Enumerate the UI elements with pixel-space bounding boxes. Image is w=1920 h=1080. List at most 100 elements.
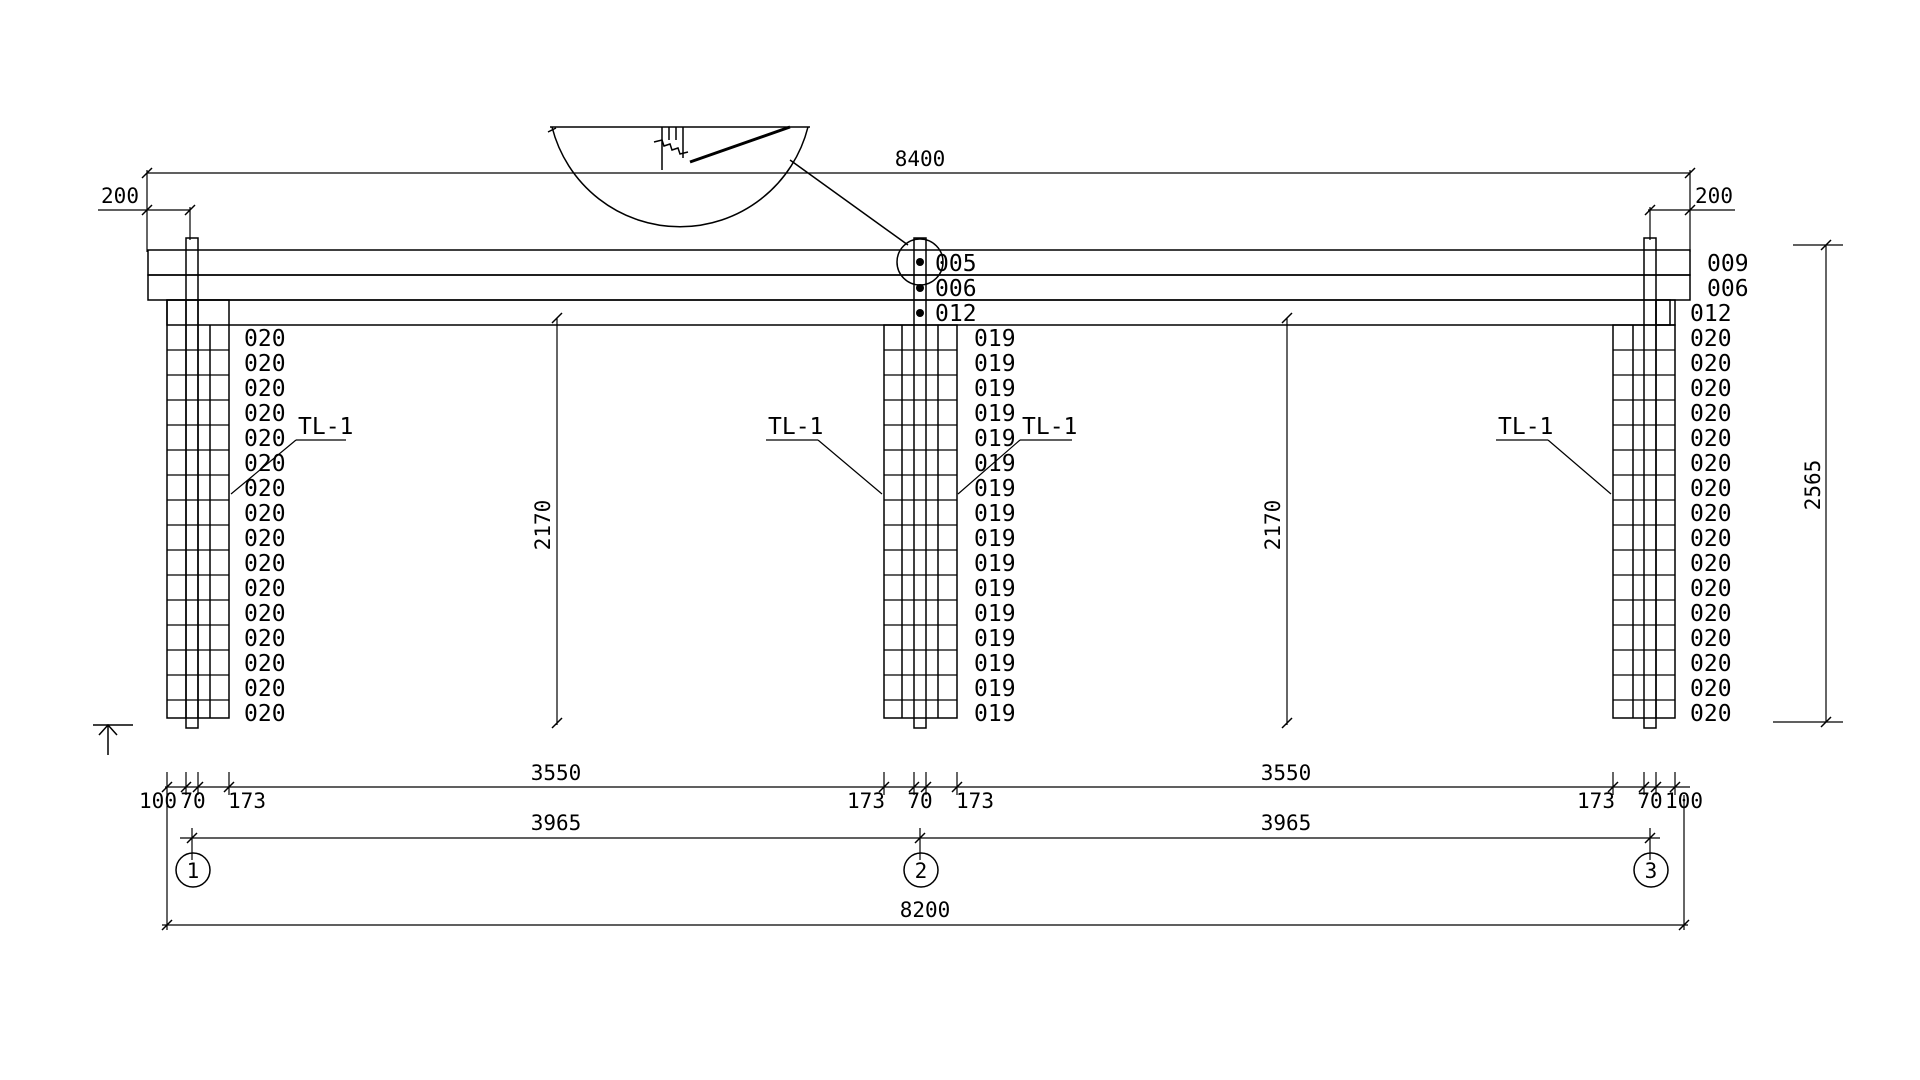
- dim-overall-8400: 8400: [141, 147, 1696, 252]
- col-right-label: 020: [1690, 526, 1732, 552]
- svg-text:70: 70: [180, 789, 205, 813]
- col-left-label: 020: [244, 426, 286, 452]
- svg-text:173: 173: [1577, 789, 1615, 813]
- col-right-label: 020: [1690, 451, 1732, 477]
- col-right-label: 020: [1690, 601, 1732, 627]
- dim-200-left-text: 200: [101, 184, 139, 208]
- svg-text:3550: 3550: [531, 761, 582, 785]
- tie-label-middle-left: TL-1: [766, 414, 883, 495]
- log-label-012-right: 012: [1690, 301, 1732, 327]
- col-left-label: 020: [244, 676, 286, 702]
- col-left-label: 020: [244, 576, 286, 602]
- detail-callout: [547, 125, 944, 286]
- col-mid-label: 019: [974, 401, 1016, 427]
- left-wall-log-labels: 0200200200200200200200200200200200200200…: [244, 326, 286, 727]
- svg-text:1: 1: [187, 859, 200, 883]
- log-label-006: 006: [935, 276, 977, 302]
- col-mid-label: 019: [974, 451, 1016, 477]
- col-mid-label: 019: [974, 426, 1016, 452]
- svg-text:3965: 3965: [1261, 811, 1312, 835]
- col-mid-label: 019: [974, 701, 1016, 727]
- col-mid-label: 019: [974, 551, 1016, 577]
- svg-text:3965: 3965: [531, 811, 582, 835]
- axis-bubble-3: 3: [1633, 852, 1669, 888]
- log-label-012: 012: [935, 301, 977, 327]
- col-mid-label: 019: [974, 601, 1016, 627]
- col-left-label: 020: [244, 351, 286, 377]
- svg-text:TL-1: TL-1: [1498, 414, 1553, 440]
- col-right-label: 020: [1690, 376, 1732, 402]
- col-mid-label: 019: [974, 651, 1016, 677]
- level-marker: [93, 723, 133, 755]
- col-left-label: 020: [244, 501, 286, 527]
- col-left-label: 020: [244, 451, 286, 477]
- tie-label-left: TL-1: [230, 414, 353, 495]
- axis-bubble-1: 1: [175, 852, 211, 888]
- svg-text:173: 173: [228, 789, 266, 813]
- svg-text:TL-1: TL-1: [1022, 414, 1077, 440]
- svg-text:8200: 8200: [900, 898, 951, 922]
- dim-row-1: 3550 3550 100 70 173 173 70 173 173 70 1…: [139, 761, 1703, 813]
- dim-8400-text: 8400: [895, 147, 946, 171]
- col-right-label: 020: [1690, 401, 1732, 427]
- log-label-009: 009: [1707, 251, 1749, 277]
- col-mid-label: 019: [974, 576, 1016, 602]
- col-left-label: 020: [244, 476, 286, 502]
- col-left-label: 020: [244, 551, 286, 577]
- svg-text:2170: 2170: [531, 500, 555, 551]
- wall-middle: [883, 237, 958, 729]
- dim-height-span-2: 2170: [1261, 312, 1293, 729]
- wall-left: [166, 237, 230, 729]
- svg-text:3550: 3550: [1261, 761, 1312, 785]
- col-mid-label: 019: [974, 626, 1016, 652]
- col-mid-label: 019: [974, 526, 1016, 552]
- col-left-label: 020: [244, 651, 286, 677]
- dim-200-right-text: 200: [1695, 184, 1733, 208]
- log-label-006-right: 006: [1707, 276, 1749, 302]
- col-left-label: 020: [244, 326, 286, 352]
- right-top-log-labels: 009 006 012: [1690, 251, 1749, 327]
- wall-right: [1612, 237, 1676, 729]
- log-label-005: 005: [935, 251, 977, 277]
- col-right-label: 020: [1690, 576, 1732, 602]
- col-left-label: 020: [244, 701, 286, 727]
- col-left-label: 020: [244, 376, 286, 402]
- col-right-label: 020: [1690, 551, 1732, 577]
- svg-text:TL-1: TL-1: [298, 414, 353, 440]
- col-right-label: 020: [1690, 426, 1732, 452]
- middle-wall-log-labels: 0190190190190190190190190190190190190190…: [974, 326, 1016, 727]
- col-left-label: 020: [244, 601, 286, 627]
- svg-text:3: 3: [1645, 859, 1658, 883]
- col-left-label: 020: [244, 526, 286, 552]
- middle-top-log-labels: 005 006 012: [935, 251, 977, 327]
- dim-total-8200: 8200: [161, 795, 1690, 931]
- col-mid-label: 019: [974, 501, 1016, 527]
- col-right-label: 020: [1690, 651, 1732, 677]
- dim-overhang-right: 200: [1644, 184, 1735, 240]
- svg-text:TL-1: TL-1: [768, 414, 823, 440]
- svg-text:2: 2: [915, 859, 928, 883]
- tie-label-right: TL-1: [1496, 414, 1612, 495]
- svg-text:2565: 2565: [1801, 460, 1825, 511]
- dim-overhang-left: 200: [98, 184, 196, 240]
- svg-text:70: 70: [907, 789, 932, 813]
- right-wall-log-labels: 0200200200200200200200200200200200200200…: [1690, 326, 1732, 727]
- svg-text:100: 100: [139, 789, 177, 813]
- col-right-label: 020: [1690, 626, 1732, 652]
- col-mid-label: 019: [974, 351, 1016, 377]
- col-left-label: 020: [244, 626, 286, 652]
- col-mid-label: 019: [974, 676, 1016, 702]
- tie-label-middle-right: TL-1: [957, 414, 1077, 495]
- col-right-label: 020: [1690, 501, 1732, 527]
- col-left-label: 020: [244, 401, 286, 427]
- col-right-label: 020: [1690, 351, 1732, 377]
- svg-text:70: 70: [1637, 789, 1662, 813]
- col-right-label: 020: [1690, 476, 1732, 502]
- col-right-label: 020: [1690, 326, 1732, 352]
- dim-height-span-1: 2170: [531, 312, 563, 729]
- col-mid-label: 019: [974, 326, 1016, 352]
- dim-axis-spans: 3965 3965: [180, 811, 1660, 860]
- svg-text:173: 173: [847, 789, 885, 813]
- col-right-label: 020: [1690, 676, 1732, 702]
